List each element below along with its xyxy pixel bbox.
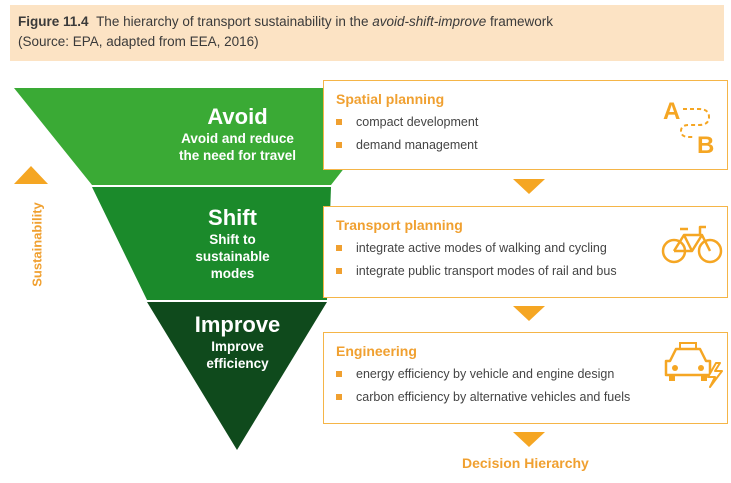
caption-text-end: framework [486, 14, 554, 29]
list-item-text: carbon efficiency by alternative vehicle… [356, 390, 631, 404]
caption-text-start: The hierarchy of transport sustainabilit… [96, 14, 373, 29]
list-item-text: integrate active modes of walking and cy… [356, 241, 607, 255]
spatial-planning-list: compact development demand management [336, 115, 478, 161]
list-item: integrate public transport modes of rail… [336, 264, 617, 278]
list-item-text: energy efficiency by vehicle and engine … [356, 367, 615, 381]
bullet-icon [336, 371, 342, 377]
pyramid-tier-shift [92, 187, 331, 300]
decision-hierarchy-label: Decision Hierarchy [462, 455, 589, 471]
avoid-description: Avoid and reduce the need for travel [178, 131, 297, 163]
list-item: carbon efficiency by alternative vehicle… [336, 390, 630, 404]
improve-tier-text: Improve Improve efficiency [165, 312, 310, 372]
pyramid-tier-improve [147, 302, 327, 450]
avoid-heading: Avoid [207, 104, 268, 129]
up-arrow-icon [14, 166, 48, 184]
pyramid-tier-avoid [14, 88, 407, 185]
electric-car-icon [664, 342, 723, 388]
caption-text-emphasis: avoid-shift-improve [372, 14, 487, 29]
list-item-text: demand management [356, 138, 478, 152]
route-a-to-b-icon: A B [663, 98, 714, 159]
shift-description: Shift to sustainable modes [195, 232, 270, 281]
engineering-title: Engineering [336, 343, 417, 359]
figure-number: Figure 11.4 [18, 14, 89, 29]
sustainability-label: Sustainability [29, 202, 45, 287]
spatial-planning-box: Spatial planning compact development dem… [323, 80, 728, 170]
transport-planning-list: integrate active modes of walking and cy… [336, 241, 617, 287]
improve-heading: Improve [194, 312, 281, 337]
bullet-icon [336, 245, 342, 251]
improve-description: Improve efficiency [206, 339, 269, 371]
spatial-planning-title: Spatial planning [336, 91, 445, 107]
down-arrow-icon [513, 306, 545, 321]
bicycle-icon [661, 225, 723, 264]
bullet-icon [336, 394, 342, 400]
list-item: energy efficiency by vehicle and engine … [336, 367, 630, 381]
engineering-list: energy efficiency by vehicle and engine … [336, 367, 630, 413]
figure-caption: Figure 11.4 The hierarchy of transport s… [10, 5, 724, 61]
list-item: demand management [336, 138, 478, 152]
shift-heading: Shift [208, 205, 257, 230]
svg-text:B: B [697, 132, 714, 159]
caption-title: Figure 11.4 The hierarchy of transport s… [18, 14, 553, 29]
bullet-icon [336, 268, 342, 274]
bullet-icon [336, 119, 342, 125]
engineering-box: Engineering energy efficiency by vehicle… [323, 332, 728, 424]
list-item-text: integrate public transport modes of rail… [356, 264, 617, 278]
down-arrow-icon [513, 179, 545, 194]
bullet-icon [336, 142, 342, 148]
svg-text:A: A [663, 98, 680, 125]
caption-source: (Source: EPA, adapted from EEA, 2016) [18, 34, 259, 49]
shift-tier-text: Shift Shift to sustainable modes [160, 205, 305, 282]
avoid-tier-text: Avoid Avoid and reduce the need for trav… [150, 104, 325, 164]
list-item: integrate active modes of walking and cy… [336, 241, 617, 255]
transport-planning-title: Transport planning [336, 217, 463, 233]
transport-planning-box: Transport planning integrate active mode… [323, 206, 728, 298]
down-arrow-icon [513, 432, 545, 447]
list-item: compact development [336, 115, 478, 129]
list-item-text: compact development [356, 115, 479, 129]
